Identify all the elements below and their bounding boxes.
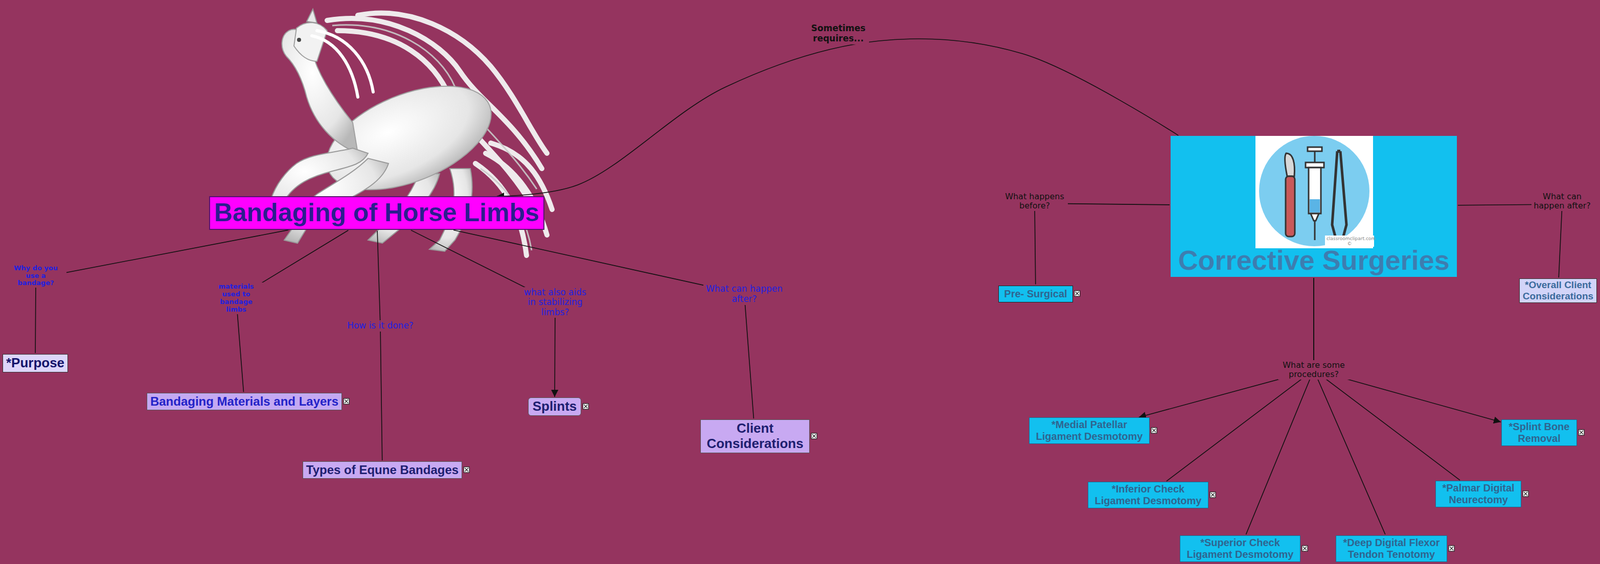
node-text: Bandaging of Horse Limbs — [214, 198, 540, 228]
expand-icon — [1209, 492, 1216, 498]
icon-cross — [1210, 493, 1215, 497]
node-text: *Medial Patellar Ligament Desmotomy — [1031, 419, 1148, 443]
expand-icon — [1522, 491, 1529, 497]
icon-cross — [344, 399, 349, 404]
icon-frame — [1074, 290, 1081, 297]
icon-cross — [583, 404, 588, 409]
expand-icon — [343, 398, 350, 405]
node-text: *Splint Bone Removal — [1503, 421, 1575, 445]
icon-frame — [1301, 545, 1308, 552]
icon-frame — [582, 403, 589, 410]
icon-cross — [1579, 430, 1584, 435]
node-text: *Purpose — [6, 355, 65, 372]
expand-icon — [811, 433, 817, 440]
expand-icon — [463, 467, 470, 473]
link-phrase: What happens before? — [1001, 191, 1068, 212]
icon-cross — [1523, 492, 1528, 496]
surgery-panel: Corrective Surgeries — [1170, 135, 1457, 278]
connector — [453, 230, 754, 419]
connector — [1245, 278, 1314, 535]
node-text: Types of Equne Bandages — [306, 463, 459, 478]
topic-box: Client Considerations — [700, 419, 810, 454]
node-text: *Overall Client Considerations — [1520, 279, 1596, 303]
connector — [1138, 278, 1314, 418]
expand-icon — [1151, 427, 1157, 434]
procedure-box: *Palmar Digital Neurectomy — [1435, 481, 1522, 508]
node-text: *Superior Check Ligament Desmotomy — [1182, 537, 1298, 561]
connector — [35, 230, 289, 354]
expand-icon — [1301, 545, 1308, 552]
procedure-box: *Splint Bone Removal — [1501, 419, 1577, 447]
expand-icon — [1578, 429, 1585, 436]
icon-frame — [343, 398, 350, 405]
icon-frame — [1522, 491, 1529, 497]
node-text: Corrective Surgeries — [1177, 244, 1450, 277]
node-text: Client Considerations — [702, 421, 808, 452]
surgery-box: Pre- Surgical — [998, 285, 1073, 303]
icon-cross — [1449, 546, 1454, 551]
link-phrase: Why do you use a bandage? — [5, 264, 67, 289]
watermark: classroomclipart.com © — [1324, 235, 1375, 248]
expand-icon — [582, 403, 589, 410]
node-text: *Deep Digital Flexor Tendon Tenotomy — [1338, 537, 1445, 561]
procedure-box: *Medial Patellar Ligament Desmotomy — [1029, 417, 1150, 445]
node-text: Splints — [532, 399, 578, 415]
link-phrase: What are some procedures? — [1277, 360, 1350, 381]
icon-frame — [1151, 427, 1157, 434]
link-phrase: What can happen after? — [703, 283, 786, 305]
expand-icon — [1448, 545, 1455, 552]
connector — [1313, 278, 1386, 535]
link-phrase: what also aids in stabilizing limbs? — [521, 287, 589, 319]
surgical-tools-image — [1255, 135, 1374, 249]
link-phrase: How is it done? — [329, 320, 432, 332]
procedure-box: *Deep Digital Flexor Tendon Tenotomy — [1335, 535, 1448, 563]
topic-box: Splints — [528, 397, 582, 417]
icon-cross — [812, 434, 816, 439]
node-text: Pre- Surgical — [1003, 288, 1067, 301]
procedure-box: *Superior Check Ligament Desmotomy — [1179, 535, 1301, 563]
icon-cross — [464, 468, 469, 472]
node-text: *Palmar Digital Neurectomy — [1437, 482, 1519, 507]
procedure-box: *Inferior Check Ligament Desmotomy — [1087, 482, 1209, 509]
connector — [496, 38, 1179, 197]
node-text: Bandaging Materials and Layers — [150, 394, 339, 409]
connector — [1034, 203, 1170, 285]
connector — [1457, 204, 1563, 278]
icon-cross — [1303, 546, 1307, 551]
surgery-box: *Overall Client Considerations — [1519, 278, 1597, 304]
icon-frame — [1578, 429, 1585, 436]
link-phrase: materials used to bandage limbs — [208, 282, 265, 315]
topic-box: Types of Equne Bandages — [302, 461, 463, 479]
expand-icon — [1074, 290, 1081, 297]
icon-frame — [1209, 492, 1216, 498]
link-phrase: Sometimes requires... — [807, 23, 870, 44]
panel-background — [1170, 135, 1457, 278]
topic-box: Bandaging Materials and Layers — [146, 393, 342, 411]
icon-frame — [463, 467, 470, 473]
icon-cross — [1075, 291, 1080, 296]
connector — [377, 231, 383, 461]
node-text: *Inferior Check Ligament Desmotomy — [1090, 483, 1206, 508]
link-phrase: What can happen after? — [1531, 191, 1593, 212]
icon-cross — [1152, 428, 1156, 433]
title-box: Bandaging of Horse Limbs — [209, 196, 545, 231]
connector — [1313, 278, 1501, 423]
topic-box: *Purpose — [2, 354, 68, 373]
icon-frame — [811, 433, 817, 440]
icon-frame — [1448, 545, 1455, 552]
